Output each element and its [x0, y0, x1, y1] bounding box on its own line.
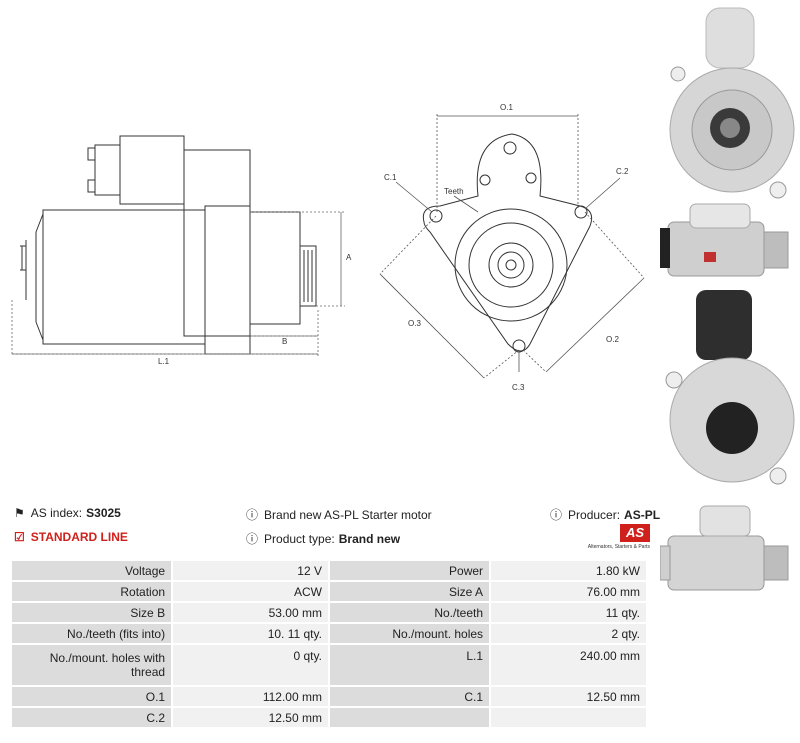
- product-photos: [660, 0, 800, 591]
- table-row: C.2 12.50 mm: [12, 708, 646, 727]
- as-index-label: AS index:: [30, 506, 83, 520]
- product-info: ⚑ AS index: S3025 ☑ STANDARD LINE ⓘ Bran…: [0, 500, 660, 560]
- description-text: Brand new AS-PL Starter motor: [264, 507, 432, 522]
- spec-table: Voltage 12 V Power 1.80 kW Rotation ACW …: [10, 559, 648, 729]
- table-row: O.1 112.00 mm C.1 12.50 mm: [12, 687, 646, 706]
- dim-label-teeth: Teeth: [444, 187, 464, 196]
- info-icon: ⓘ: [246, 532, 259, 546]
- dim-label-c1: C.1: [384, 173, 397, 182]
- table-row: Size B 53.00 mm No./teeth 11 qty.: [12, 603, 646, 622]
- dim-label-o1: O.1: [500, 103, 513, 112]
- info-icon: ⓘ: [246, 508, 259, 522]
- side-view-drawing: [20, 135, 317, 355]
- table-row: Rotation ACW Size A 76.00 mm: [12, 582, 646, 601]
- as-pl-logo: AS Alternators, Starters & Parts: [587, 524, 650, 550]
- standard-line-label: STANDARD LINE: [30, 530, 128, 544]
- as-index-value: S3025: [86, 506, 121, 520]
- product-type-label: Product type:: [264, 531, 335, 546]
- photo-rear-view: [665, 290, 795, 485]
- product-type: ⓘ Product type: Brand new: [246, 530, 400, 547]
- producer-value: AS-PL: [624, 507, 661, 522]
- dim-label-a: A: [346, 253, 352, 262]
- dim-label-b: B: [282, 337, 287, 346]
- photo-side-view-1: [660, 203, 789, 277]
- producer: ⓘ Producer: AS-PL: [550, 506, 660, 523]
- dim-label-l1: L.1: [158, 357, 170, 366]
- description: ⓘ Brand new AS-PL Starter motor: [246, 506, 432, 523]
- technical-drawing: A B L.1 O.1 O.2 O.3 C.1 C.2 C.3 Teeth: [11, 103, 645, 392]
- dim-label-c2: C.2: [616, 167, 629, 176]
- standard-line: ☑ STANDARD LINE: [14, 530, 128, 544]
- dim-label-c3: C.3: [512, 383, 525, 392]
- photo-front-view: [660, 0, 800, 200]
- table-row: No./mount. holes with thread 0 qty. L.1 …: [12, 645, 646, 685]
- tag-icon: ⚑: [14, 506, 25, 520]
- as-index: ⚑ AS index: S3025: [14, 506, 121, 520]
- photo-side-view-2: [660, 505, 789, 591]
- front-view-drawing: [422, 133, 593, 353]
- table-row: Voltage 12 V Power 1.80 kW: [12, 561, 646, 580]
- checkbox-icon: ☑: [14, 530, 25, 544]
- product-type-value: Brand new: [338, 531, 401, 546]
- dim-label-o2: O.2: [606, 335, 619, 344]
- producer-label: Producer:: [568, 507, 621, 522]
- info-icon: ⓘ: [550, 508, 563, 522]
- dim-label-o3: O.3: [408, 319, 421, 328]
- table-row: No./teeth (fits into) 10. 11 qty. No./mo…: [12, 624, 646, 643]
